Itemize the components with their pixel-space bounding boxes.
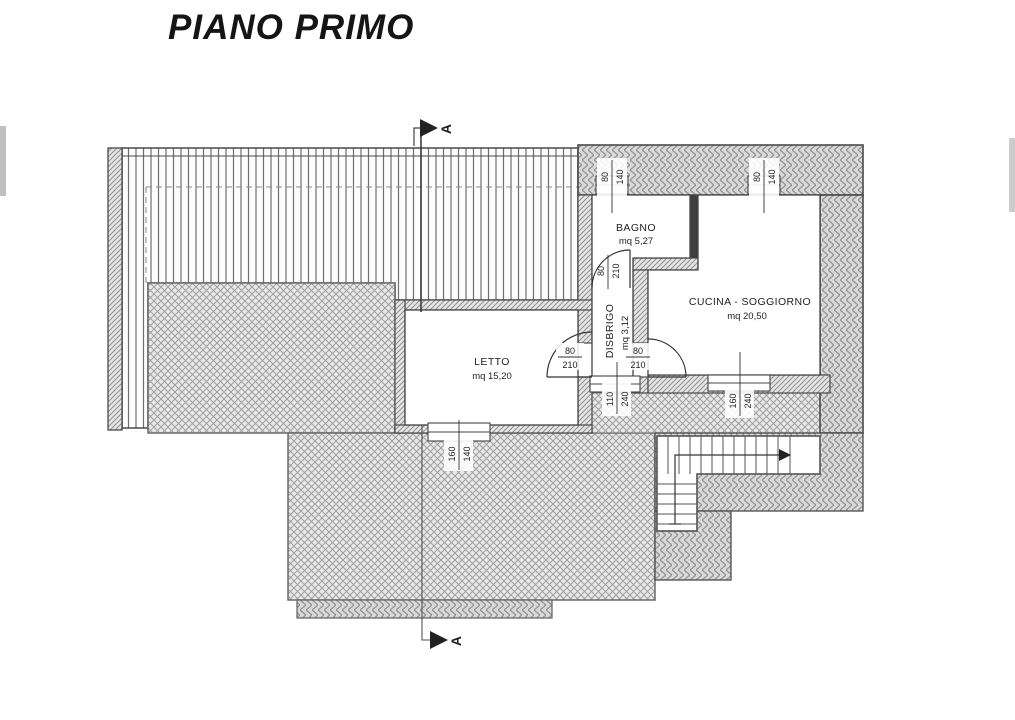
- section-cut: A A: [413, 119, 464, 649]
- dim-bagno-door-den: 210: [611, 263, 621, 278]
- dim-bagno-door-num: 80: [596, 266, 606, 276]
- scan-smudge-right: [1009, 138, 1015, 212]
- letto-west-wall: [394, 299, 406, 434]
- bagno-area: mq 5,27: [619, 236, 653, 247]
- rooms: [404, 194, 821, 426]
- dim-cucina-french-num: 160: [728, 393, 738, 408]
- cucina-name: CUCINA - SOGGIORNO: [689, 296, 811, 308]
- stair-direction-arrow-icon: [779, 449, 791, 461]
- cucina-area: mq 20,50: [727, 311, 767, 322]
- section-arrow-bottom-icon: [430, 631, 448, 649]
- staircase: [656, 435, 821, 532]
- section-label-bottom: A: [448, 636, 464, 646]
- room-labels: BAGNO mq 5,27 CUCINA - SOGGIORNO mq 20,5…: [472, 222, 811, 382]
- dim-letto-window-num: 160: [447, 446, 457, 461]
- cucina-door-swing: [647, 338, 687, 378]
- dim-letto-window-den: 140: [462, 446, 472, 461]
- letto-north-wall: [394, 299, 593, 311]
- dim-cucina-door-den: 210: [630, 360, 645, 370]
- stair-treads-lower: [657, 483, 697, 525]
- dim-cucina-window-num: 80: [752, 172, 762, 182]
- dim-cucina-window-den: 140: [767, 169, 777, 184]
- page-title: PIANO PRIMO: [168, 8, 415, 47]
- dim-disbrigo-french-den: 240: [620, 391, 630, 406]
- disbrigo-area: mq 3,12: [620, 316, 631, 350]
- section-label-top: A: [438, 124, 454, 134]
- dim-cucina-french-den: 240: [743, 393, 753, 408]
- letto-area: mq 15,20: [472, 371, 512, 382]
- bagno-name: BAGNO: [616, 222, 656, 234]
- letto-south-wall: [394, 424, 593, 434]
- dimension-labels: 80 140 80 140 80 210 80 210 80 210 110: [444, 158, 779, 471]
- bagno-cucina-divider: [690, 195, 698, 258]
- letto-room: [404, 309, 579, 426]
- stair-walk-line: [674, 454, 779, 524]
- east-wall: [819, 194, 864, 434]
- scan-smudge-left: [0, 126, 6, 196]
- dim-letto-door-den: 210: [562, 360, 577, 370]
- terrace-step-strip: [296, 599, 553, 619]
- letto-name: LETTO: [474, 356, 510, 368]
- pergola-side-wall: [107, 147, 123, 431]
- section-arrow-top-icon: [420, 119, 438, 137]
- cucina-room: [647, 194, 821, 376]
- dim-bagno-window-num: 80: [600, 172, 610, 182]
- dim-letto-door-num: 80: [565, 346, 575, 356]
- dim-bagno-window-den: 140: [615, 169, 625, 184]
- dim-cucina-door-num: 80: [633, 346, 643, 356]
- dim-disbrigo-french-num: 110: [605, 392, 615, 406]
- disbrigo-name: DISBRIGO: [604, 304, 616, 359]
- bagno-door-swing: [591, 249, 631, 289]
